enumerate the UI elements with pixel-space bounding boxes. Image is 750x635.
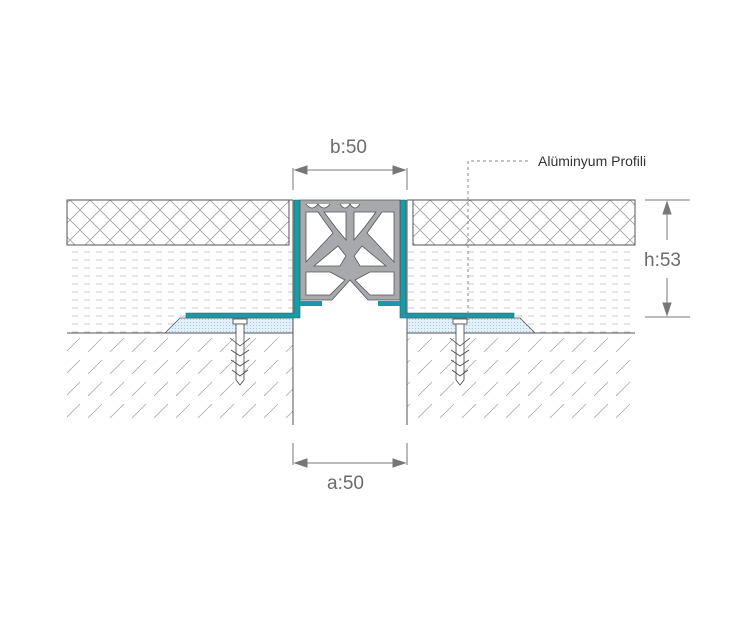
label-profile-callout: Alüminyum Profili <box>538 153 647 169</box>
left-substrate <box>67 333 293 425</box>
dimension-a <box>292 443 408 468</box>
label-b: b:50 <box>330 137 367 158</box>
callout-leader <box>467 160 530 320</box>
right-substrate <box>407 333 635 425</box>
rubber-insert <box>299 199 401 301</box>
dimension-h <box>645 199 690 318</box>
dimension-b <box>292 165 408 190</box>
anchor-dowel-right <box>449 318 471 386</box>
right-tile-layer <box>412 199 636 246</box>
anchor-dowel-left <box>229 318 251 386</box>
label-a: a:50 <box>327 473 364 494</box>
right-slab <box>406 199 636 425</box>
right-bedding-layer <box>406 317 536 334</box>
left-slab <box>66 199 294 425</box>
left-bedding-layer <box>164 317 294 334</box>
label-h: h:53 <box>644 250 681 271</box>
left-tile-layer <box>66 199 290 246</box>
